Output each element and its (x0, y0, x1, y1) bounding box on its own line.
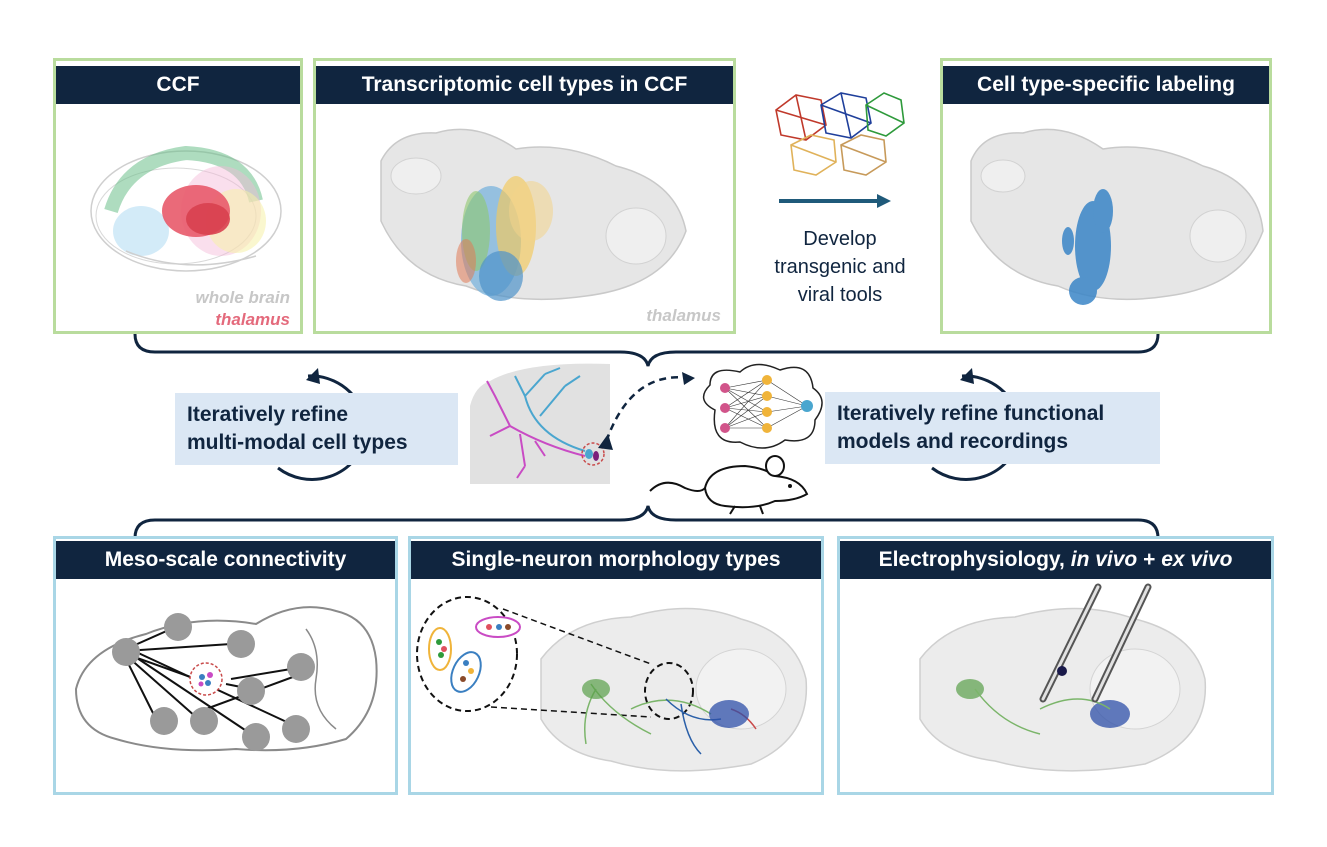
thalamus-node (189, 662, 223, 696)
thalamus-highlight (644, 662, 694, 720)
viral-tools-polyhedra (775, 92, 905, 176)
ephys-title-ex-vivo: ex vivo (1161, 548, 1233, 571)
labeling-panel (940, 58, 1272, 334)
right-refine-line2: models and recordings (837, 430, 1069, 453)
top-brace (133, 333, 1160, 367)
develop-text-line3: viral tools (797, 284, 883, 306)
caption-thalamus: thalamus (215, 310, 290, 329)
bottom-brace (133, 505, 1160, 539)
develop-text-line2: transgenic and (774, 256, 906, 278)
brain-region-nodes (112, 613, 315, 751)
transcriptomic-title: Transcriptomic cell types in CCF (316, 66, 733, 104)
recording-electrodes (1039, 583, 1152, 703)
dashed-link-arrow (598, 372, 695, 450)
morphology-panel (408, 536, 824, 795)
connectivity-diagram (74, 606, 378, 752)
morphology-illustration (416, 596, 808, 772)
left-refine-line2: multi-modal cell types (187, 431, 408, 454)
ephys-title-plus: + (1137, 548, 1162, 571)
neural-network-cloud-icon (702, 363, 823, 449)
labeled-cells-cluster (1062, 189, 1113, 305)
ephys-illustration (919, 583, 1207, 772)
transcriptomic-panel: thalamus (313, 58, 736, 334)
connectivity-panel (53, 536, 398, 795)
right-refine-line1: Iteratively refine functional (837, 402, 1105, 425)
ccf-panel: whole brain thalamus (53, 58, 303, 334)
ephys-title: Electrophysiology, in vivo + ex vivo (840, 541, 1271, 579)
ephys-title-prefix: Electrophysiology, (878, 548, 1071, 571)
right-refine-box: Iteratively refine functional models and… (825, 392, 1160, 464)
neuron-morphology-illustration (470, 363, 610, 484)
left-refine-line1: Iteratively refine (187, 403, 349, 426)
mouse-icon (649, 455, 809, 515)
left-refine-box: Iteratively refine multi-modal cell type… (175, 393, 458, 465)
ephys-title-in-vivo: in vivo (1070, 548, 1138, 571)
soma-highlight (581, 442, 605, 466)
connectivity-title: Meso-scale connectivity (56, 541, 395, 579)
caption-whole-brain: whole brain (195, 288, 290, 307)
develop-text-line1: Develop (803, 228, 877, 250)
morphology-title: Single-neuron morphology types (411, 541, 821, 579)
connectivity-arrows (125, 628, 302, 735)
caption-thalamus-transcriptomic: thalamus (646, 306, 721, 325)
develop-tools-text: Develop transgenic and viral tools (752, 225, 928, 309)
ephys-panel (837, 536, 1274, 795)
ccf-brain-illustration (90, 145, 282, 272)
transcriptomic-cell-cluster (456, 176, 553, 301)
labeling-brain-illustration (970, 128, 1264, 305)
morphology-type-clusters (428, 616, 521, 693)
labeling-title: Cell type-specific labeling (943, 66, 1269, 104)
develop-arrow (779, 194, 891, 208)
transcriptomic-brain-illustration (380, 128, 687, 301)
ccf-title: CCF (56, 66, 300, 104)
